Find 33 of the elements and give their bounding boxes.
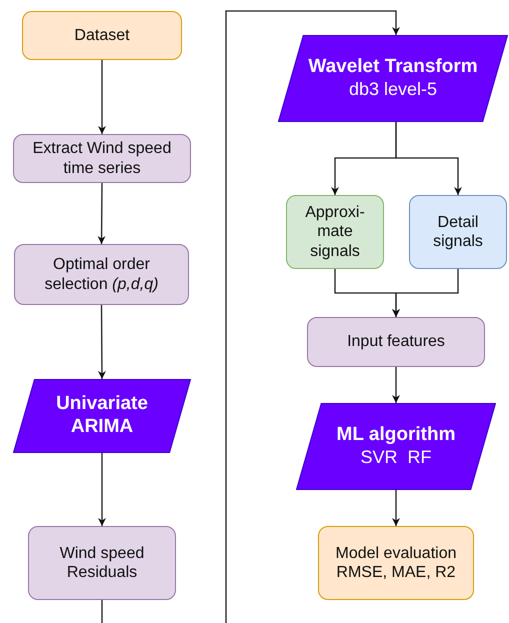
node-label: Dataset [74, 26, 130, 46]
process-box [318, 526, 474, 600]
arrow [395, 122, 462, 195]
node-label: Wind speed Residuals [58, 544, 146, 582]
node-label: Extract Wind speed time series [32, 139, 172, 178]
node-label: SVR RF [360, 447, 432, 469]
arrow [98, 453, 106, 526]
node-label: Detail signals [432, 212, 484, 252]
node-label: Optimal order selection (p,d,q) [44, 255, 160, 294]
arrow [98, 305, 106, 379]
arrow [392, 367, 400, 403]
node-label: Wavelet Transform [308, 56, 478, 80]
process-box [14, 244, 189, 305]
process-box [28, 526, 176, 600]
arrow [392, 269, 459, 317]
process-box [286, 195, 384, 269]
node-label: ML algorithm [336, 424, 456, 448]
arrow [98, 60, 106, 134]
data-parallelogram [296, 403, 496, 490]
arrow [101, 10, 400, 623]
process-box [409, 195, 507, 269]
data-parallelogram [278, 35, 508, 122]
process-box [13, 134, 191, 183]
data-parallelogram [13, 379, 191, 453]
process-box [307, 317, 485, 367]
node-label: Model evaluation RMSE, MAE, R2 [334, 544, 458, 582]
arrow [98, 183, 106, 244]
node-label: Input features [347, 332, 445, 352]
node-label: db3 level-5 [348, 79, 438, 101]
node-label: Approxi- mate signals [304, 203, 366, 261]
process-box [22, 11, 182, 60]
arrow [392, 490, 400, 526]
node-label: Univariate ARIMA [55, 393, 149, 439]
